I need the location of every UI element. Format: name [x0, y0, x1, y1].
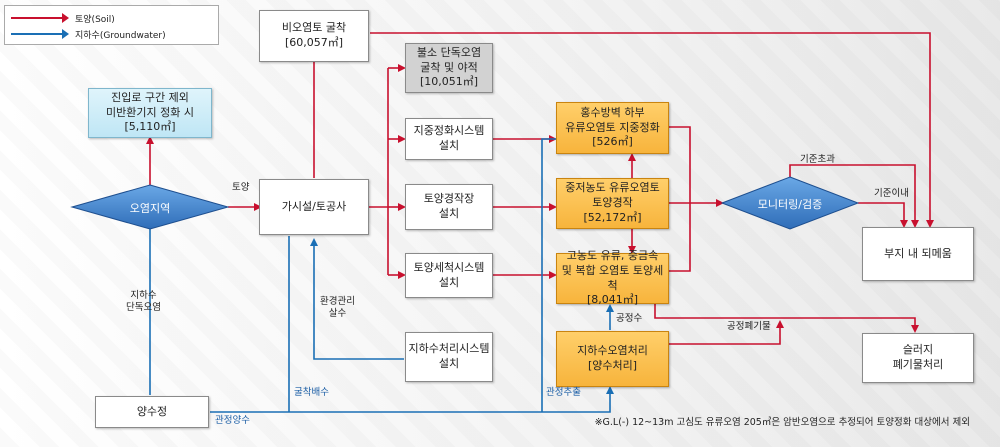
legend-soil-arrow-icon — [11, 13, 69, 23]
node-buji-label: 부지 내 되메움 — [884, 246, 952, 260]
label-gwanjeong-chuchul: 관정추출 — [546, 387, 581, 398]
groundwater-flow-lines — [149, 138, 614, 413]
soil-line-orange-collector — [669, 126, 691, 272]
label-toyang: 토양 — [232, 182, 250, 193]
node-jungjeo-line1: 중저농도 유류오염토 — [565, 181, 660, 195]
label-gongjeongsu: 공정수 — [616, 313, 643, 324]
node-yangsu-label: 양수정 — [136, 404, 168, 418]
node-jinip-line3: [5,110㎥] — [124, 120, 176, 134]
soil-arrow-monitoring-within — [858, 202, 908, 228]
gw-arrow-system-to-gasiseol — [310, 238, 404, 360]
node-sechuk-system-line2: 설치 — [438, 275, 460, 289]
node-jungjeo-line2: 토양경작 — [592, 196, 633, 210]
diamond-monitoring-label: 모니터링/검증 — [757, 198, 823, 211]
node-jihasu-system: 지하수처리시스템 설치 — [405, 332, 493, 382]
gw-arrow-yangsu-to-jihasu-treatment — [210, 386, 614, 413]
label-gulchak-baesu: 굴착배수 — [294, 387, 329, 398]
node-jungjeo-line3: [52,172㎥] — [583, 210, 642, 224]
label-gijun-inae: 기준이내 — [874, 188, 909, 199]
node-jijung-system: 지중정화시스템 설치 — [405, 118, 493, 160]
soil-arrow-jihasu-to-waste — [669, 320, 784, 345]
label-gijun-choga: 기준초과 — [800, 154, 835, 165]
node-jijung-system-line1: 지중정화시스템 — [413, 124, 485, 138]
node-bulso-line1: 불소 단독오염 — [416, 45, 482, 59]
node-gasiseol-label: 가시설/토공사 — [281, 199, 347, 213]
diamond-monitoring — [720, 176, 860, 230]
node-jihasu-oyeom-line1: 지하수오염처리 — [577, 344, 648, 358]
node-toyang-jang-line1: 토양경작장 — [423, 192, 475, 206]
legend-groundwater-label: 지하수(Groundwater) — [75, 30, 166, 41]
node-bulso-line2: 굴착 및 야적 — [420, 60, 478, 74]
node-jinip-line2: 미반환기지 정화 시 — [106, 105, 194, 119]
node-gonongdo-line3: [8,041㎥] — [586, 293, 639, 307]
label-hwangyeong-line1: 환경관리 — [320, 296, 355, 307]
label-jihasu-danok: 지하수 단독오염 — [126, 290, 161, 315]
node-jinip-line1: 진입로 구간 제외 — [111, 90, 189, 104]
node-jihasu-oyeom-line2: [양수처리] — [587, 359, 638, 372]
gw-line-extraction — [541, 138, 556, 412]
node-jijung-system-line2: 설치 — [438, 139, 460, 152]
node-toyang-jang-line2: 설치 — [438, 207, 460, 220]
soil-arrow-gonongdo-to-sludge — [654, 303, 919, 333]
soil-arrow-bioyeomto-to-buji — [370, 32, 934, 228]
legend-groundwater-arrow-icon — [11, 29, 69, 39]
node-bioyeomto-line2: [60,057㎥] — [284, 36, 344, 49]
label-gwanjeong-yangsu: 관정양수 — [215, 415, 250, 426]
node-toyang-jang: 토양경작장 설치 — [405, 184, 493, 230]
diamond-oyeom-area-label: 오염지역 — [129, 202, 171, 215]
node-hongsu: 홍수방벽 하부 유류오염토 지중정화 [526㎥] — [556, 102, 669, 154]
legend-groundwater: 지하수(Groundwater) — [11, 27, 166, 41]
label-jihasu-danok-line2: 단독오염 — [126, 302, 161, 314]
node-gonongdo-line1: 고농도 유류, 중금속 — [566, 248, 659, 262]
legend: 토양(Soil) 지하수(Groundwater) — [4, 5, 219, 45]
node-hongsu-line3: [526㎥] — [592, 135, 633, 149]
node-buji: 부지 내 되메움 — [862, 227, 974, 281]
node-gonongdo-line2: 및 복합 오염토 토양세척 — [561, 263, 664, 292]
node-jungjeo: 중저농도 유류오염토 토양경작 [52,172㎥] — [556, 178, 669, 229]
node-gasiseol: 가시설/토공사 — [259, 179, 369, 235]
node-jihasu-system-line2: 설치 — [438, 357, 460, 370]
node-bioyeomto: 비오염토 굴착 [60,057㎥] — [259, 10, 369, 62]
footnote: ※G.L(-) 12~13m 고심도 유류오염 205㎥은 암반오염으로 추정되… — [594, 417, 970, 428]
node-bioyeomto-line1: 비오염토 굴착 — [281, 21, 347, 35]
node-bulso-line3: [10,051㎥] — [419, 75, 479, 89]
node-yangsu: 양수정 — [95, 396, 209, 428]
label-jihasu-danok-line1: 지하수 — [130, 290, 157, 301]
node-hongsu-line1: 홍수방벽 하부 — [580, 105, 645, 119]
legend-soil: 토양(Soil) — [11, 11, 115, 25]
node-sludge-line2: 폐기물처리 — [892, 358, 944, 371]
node-jihasu-oyeom: 지하수오염처리 [양수처리] — [556, 331, 669, 387]
node-jihasu-system-line1: 지하수처리시스템 — [408, 342, 490, 356]
node-gonongdo: 고농도 유류, 중금속 및 복합 오염토 토양세척 [8,041㎥] — [556, 249, 669, 306]
node-sechuk-system: 토양세척시스템 설치 — [405, 253, 493, 298]
soil-arrow-monitoring-exceed — [789, 164, 919, 228]
node-hongsu-line2: 유류오염토 지중정화 — [565, 120, 660, 134]
label-hwangyeong-line2: 살수 — [328, 308, 347, 320]
legend-soil-label: 토양(Soil) — [75, 14, 115, 25]
node-sludge: 슬러지 폐기물처리 — [862, 333, 974, 383]
node-jinip: 진입로 구간 제외 미반환기지 정화 시 [5,110㎥] — [88, 88, 212, 138]
label-gongjeong-pyegimul: 공정폐기물 — [727, 321, 771, 332]
node-sludge-line1: 슬러지 — [902, 343, 934, 357]
node-sechuk-system-line1: 토양세척시스템 — [413, 260, 485, 274]
node-bulso: 불소 단독오염 굴착 및 야적 [10,051㎥] — [405, 43, 493, 93]
diamond-oyeom-area — [70, 184, 230, 230]
label-hwangyeong: 환경관리 살수 — [320, 296, 355, 321]
